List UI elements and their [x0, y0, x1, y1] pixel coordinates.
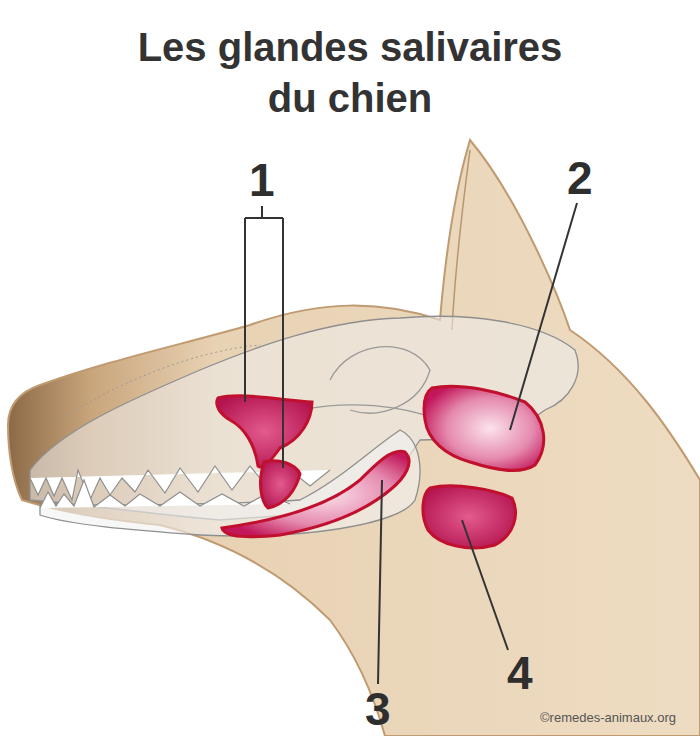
skull [30, 316, 578, 520]
molar-gland [261, 461, 300, 508]
callout-number: 2 [567, 155, 593, 201]
dog-head [8, 140, 700, 736]
leader-lines [245, 203, 577, 684]
callout-number: 3 [365, 686, 391, 732]
ear-line [452, 150, 470, 330]
lower-teeth [40, 480, 290, 508]
watermark: ©remedes-animaux.org [540, 710, 676, 725]
callout-number: 1 [249, 157, 275, 203]
parotid-gland [424, 386, 544, 470]
title: Les glandes salivaires du chien [110, 22, 590, 124]
orbit [330, 347, 430, 413]
leader-line [462, 520, 508, 650]
leader-line [378, 480, 382, 684]
zygomatic-gland [217, 396, 312, 467]
bracket [245, 206, 283, 468]
callout-number: 4 [507, 650, 533, 696]
leader-line [510, 203, 577, 430]
